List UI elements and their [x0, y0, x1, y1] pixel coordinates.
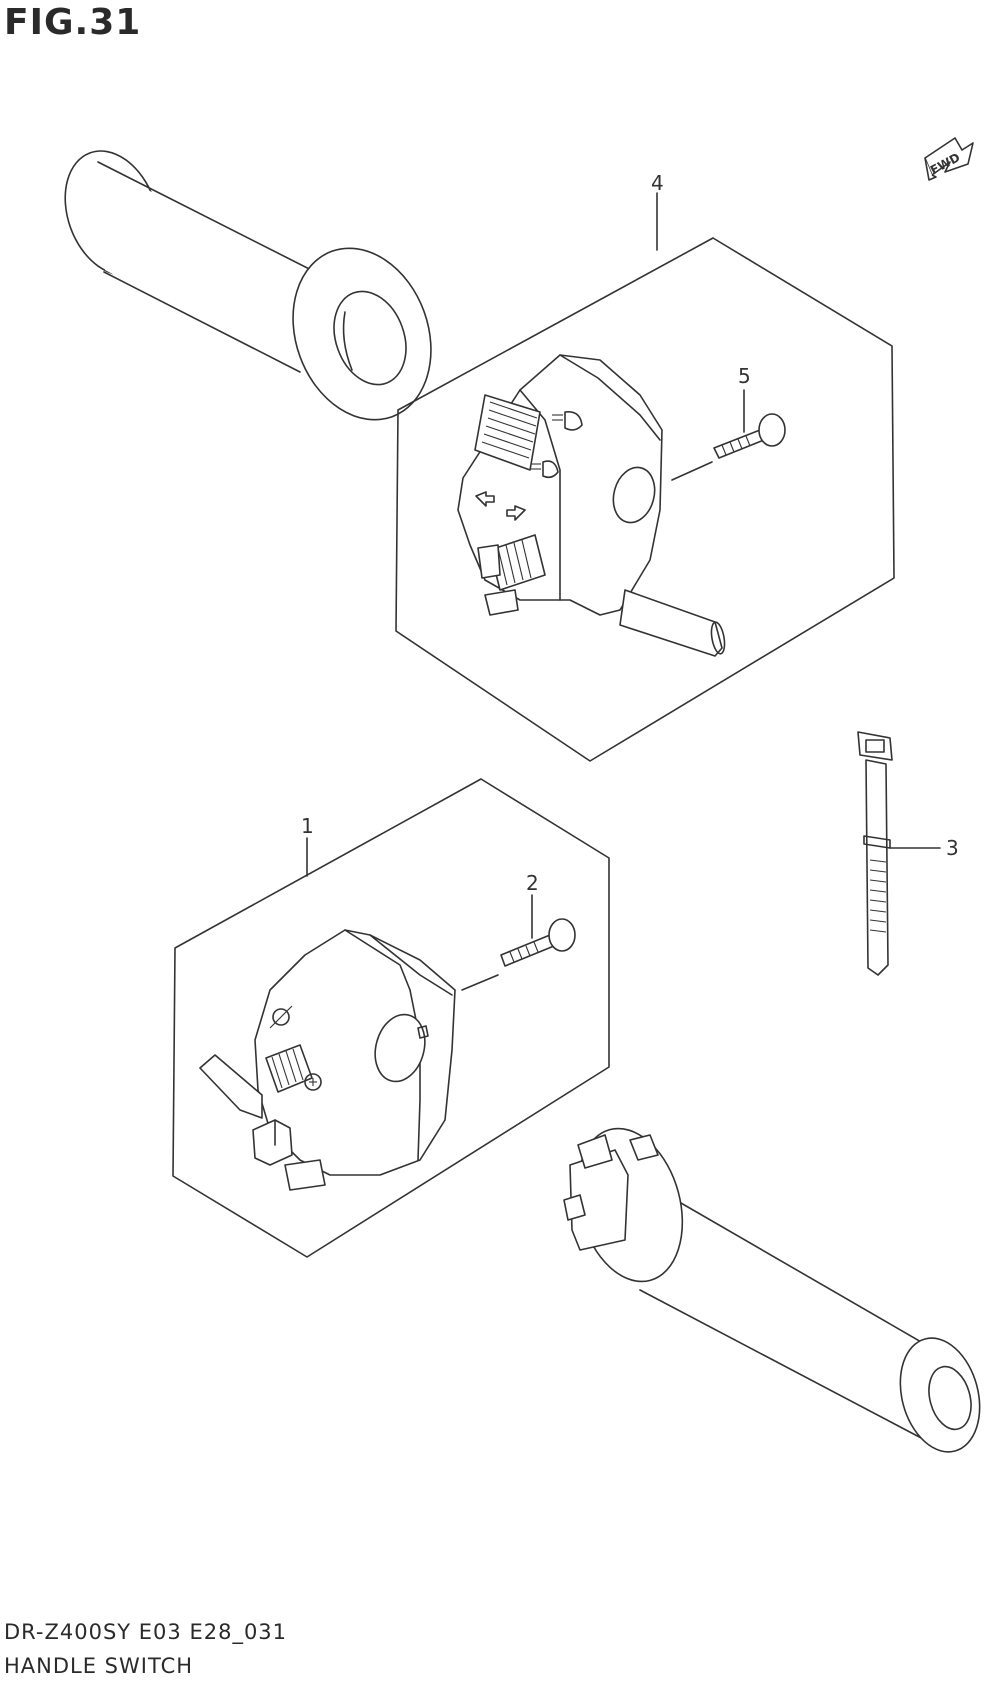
model-code-label: DR-Z400SY E03 E28_031	[4, 1620, 288, 1644]
part-screw-5	[713, 389, 786, 459]
left-grip-illustration	[64, 150, 432, 421]
figure-title: FIG.31	[4, 2, 142, 43]
right-grip-illustration	[563, 1127, 981, 1453]
part-group-1	[172, 778, 610, 1258]
callout-3: 3	[946, 836, 959, 860]
callout-1: 1	[301, 814, 314, 838]
part-cable-tie-3	[857, 731, 941, 976]
callout-5: 5	[738, 364, 751, 388]
part-group-4	[395, 192, 895, 762]
forward-arrow-icon: FWD	[924, 137, 974, 181]
section-name-label: HANDLE SWITCH	[4, 1654, 194, 1678]
callout-4: 4	[651, 171, 664, 195]
callout-2: 2	[526, 871, 539, 895]
part-screw-2	[500, 894, 576, 967]
